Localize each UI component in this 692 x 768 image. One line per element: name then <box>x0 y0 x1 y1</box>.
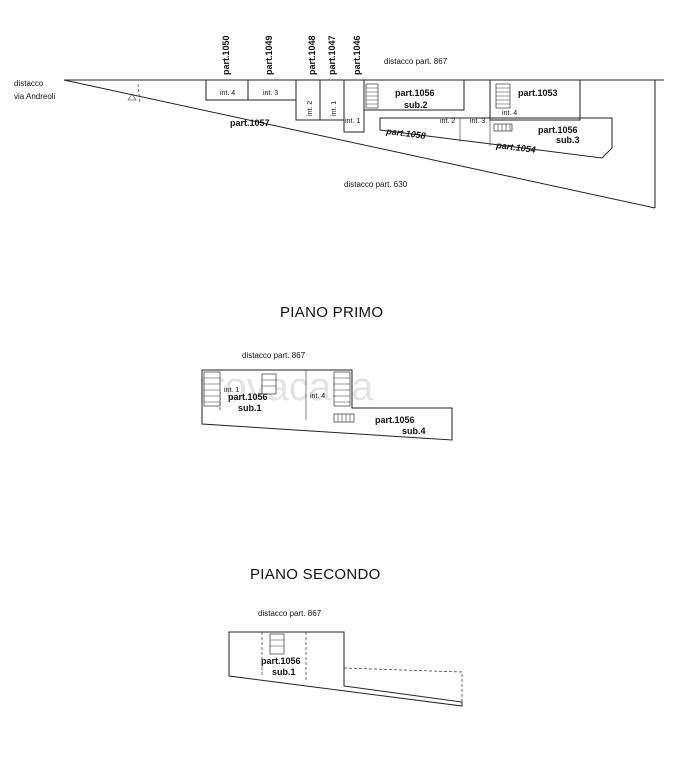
part-1046-label: part.1046 <box>352 35 362 75</box>
int-2-label: int. 2 <box>307 101 314 116</box>
int-1-b-label: int. 1 <box>345 118 360 125</box>
part-1057-label: part.1057 <box>230 118 270 128</box>
distacco-label: distacco <box>14 79 44 88</box>
first-part-1056-sub1-label: part.1056 <box>228 392 268 402</box>
part-1056-sub2-label: part.1056 <box>395 88 435 98</box>
first-sub4-label: sub.4 <box>402 426 426 436</box>
ground-floor-plan: part.1050 part.1049 part.1048 part.1047 … <box>14 35 664 209</box>
sub3-label: sub.3 <box>556 135 580 145</box>
second-distacco-867-label: distacco part. 867 <box>258 609 322 618</box>
first-sub1-label: sub.1 <box>238 403 262 413</box>
int-3-b-label: int. 3 <box>470 118 485 125</box>
second-floor-plan: distacco part. 867 part.1056 sub.1 <box>228 609 463 707</box>
first-int-4-label: int. 4 <box>310 393 325 400</box>
part-1054-label: part.1054 <box>495 140 536 155</box>
part-1048-label: part.1048 <box>307 35 317 75</box>
int-4-label: int. 4 <box>220 90 235 97</box>
int-2-b-label: int. 2 <box>440 118 455 125</box>
first-floor-plan: distacco part. 867 int. 1 int. 4 part.10… <box>201 351 453 441</box>
part-1050-label: part.1050 <box>221 35 231 75</box>
piano-primo-heading: PIANO PRIMO <box>280 304 383 321</box>
int-4-b-label: int. 4 <box>502 110 517 117</box>
first-int-1-label: int. 1 <box>224 387 239 394</box>
sub2-label: sub.2 <box>404 100 428 110</box>
first-distacco-867-label: distacco part. 867 <box>242 351 306 360</box>
distacco-867-label: distacco part. 867 <box>384 57 448 66</box>
part-1056-sub3-label: part.1056 <box>538 125 578 135</box>
part-1049-label: part.1049 <box>264 35 274 75</box>
part-1053-label: part.1053 <box>518 88 558 98</box>
distacco-630-label: distacco part. 630 <box>344 180 408 189</box>
int-3-label: int. 3 <box>263 90 278 97</box>
second-sub1-label: sub.1 <box>272 667 296 677</box>
part-1047-label: part.1047 <box>327 35 337 75</box>
second-part-1056-label: part.1056 <box>261 656 301 666</box>
int-1-label: int. 1 <box>331 101 338 116</box>
part-1058-label: part.1058 <box>385 126 426 141</box>
first-part-1056-sub4-label: part.1056 <box>375 415 415 425</box>
via-andreoli-label: via Andreoli <box>14 92 56 101</box>
piano-secondo-heading: PIANO SECONDO <box>250 566 381 583</box>
